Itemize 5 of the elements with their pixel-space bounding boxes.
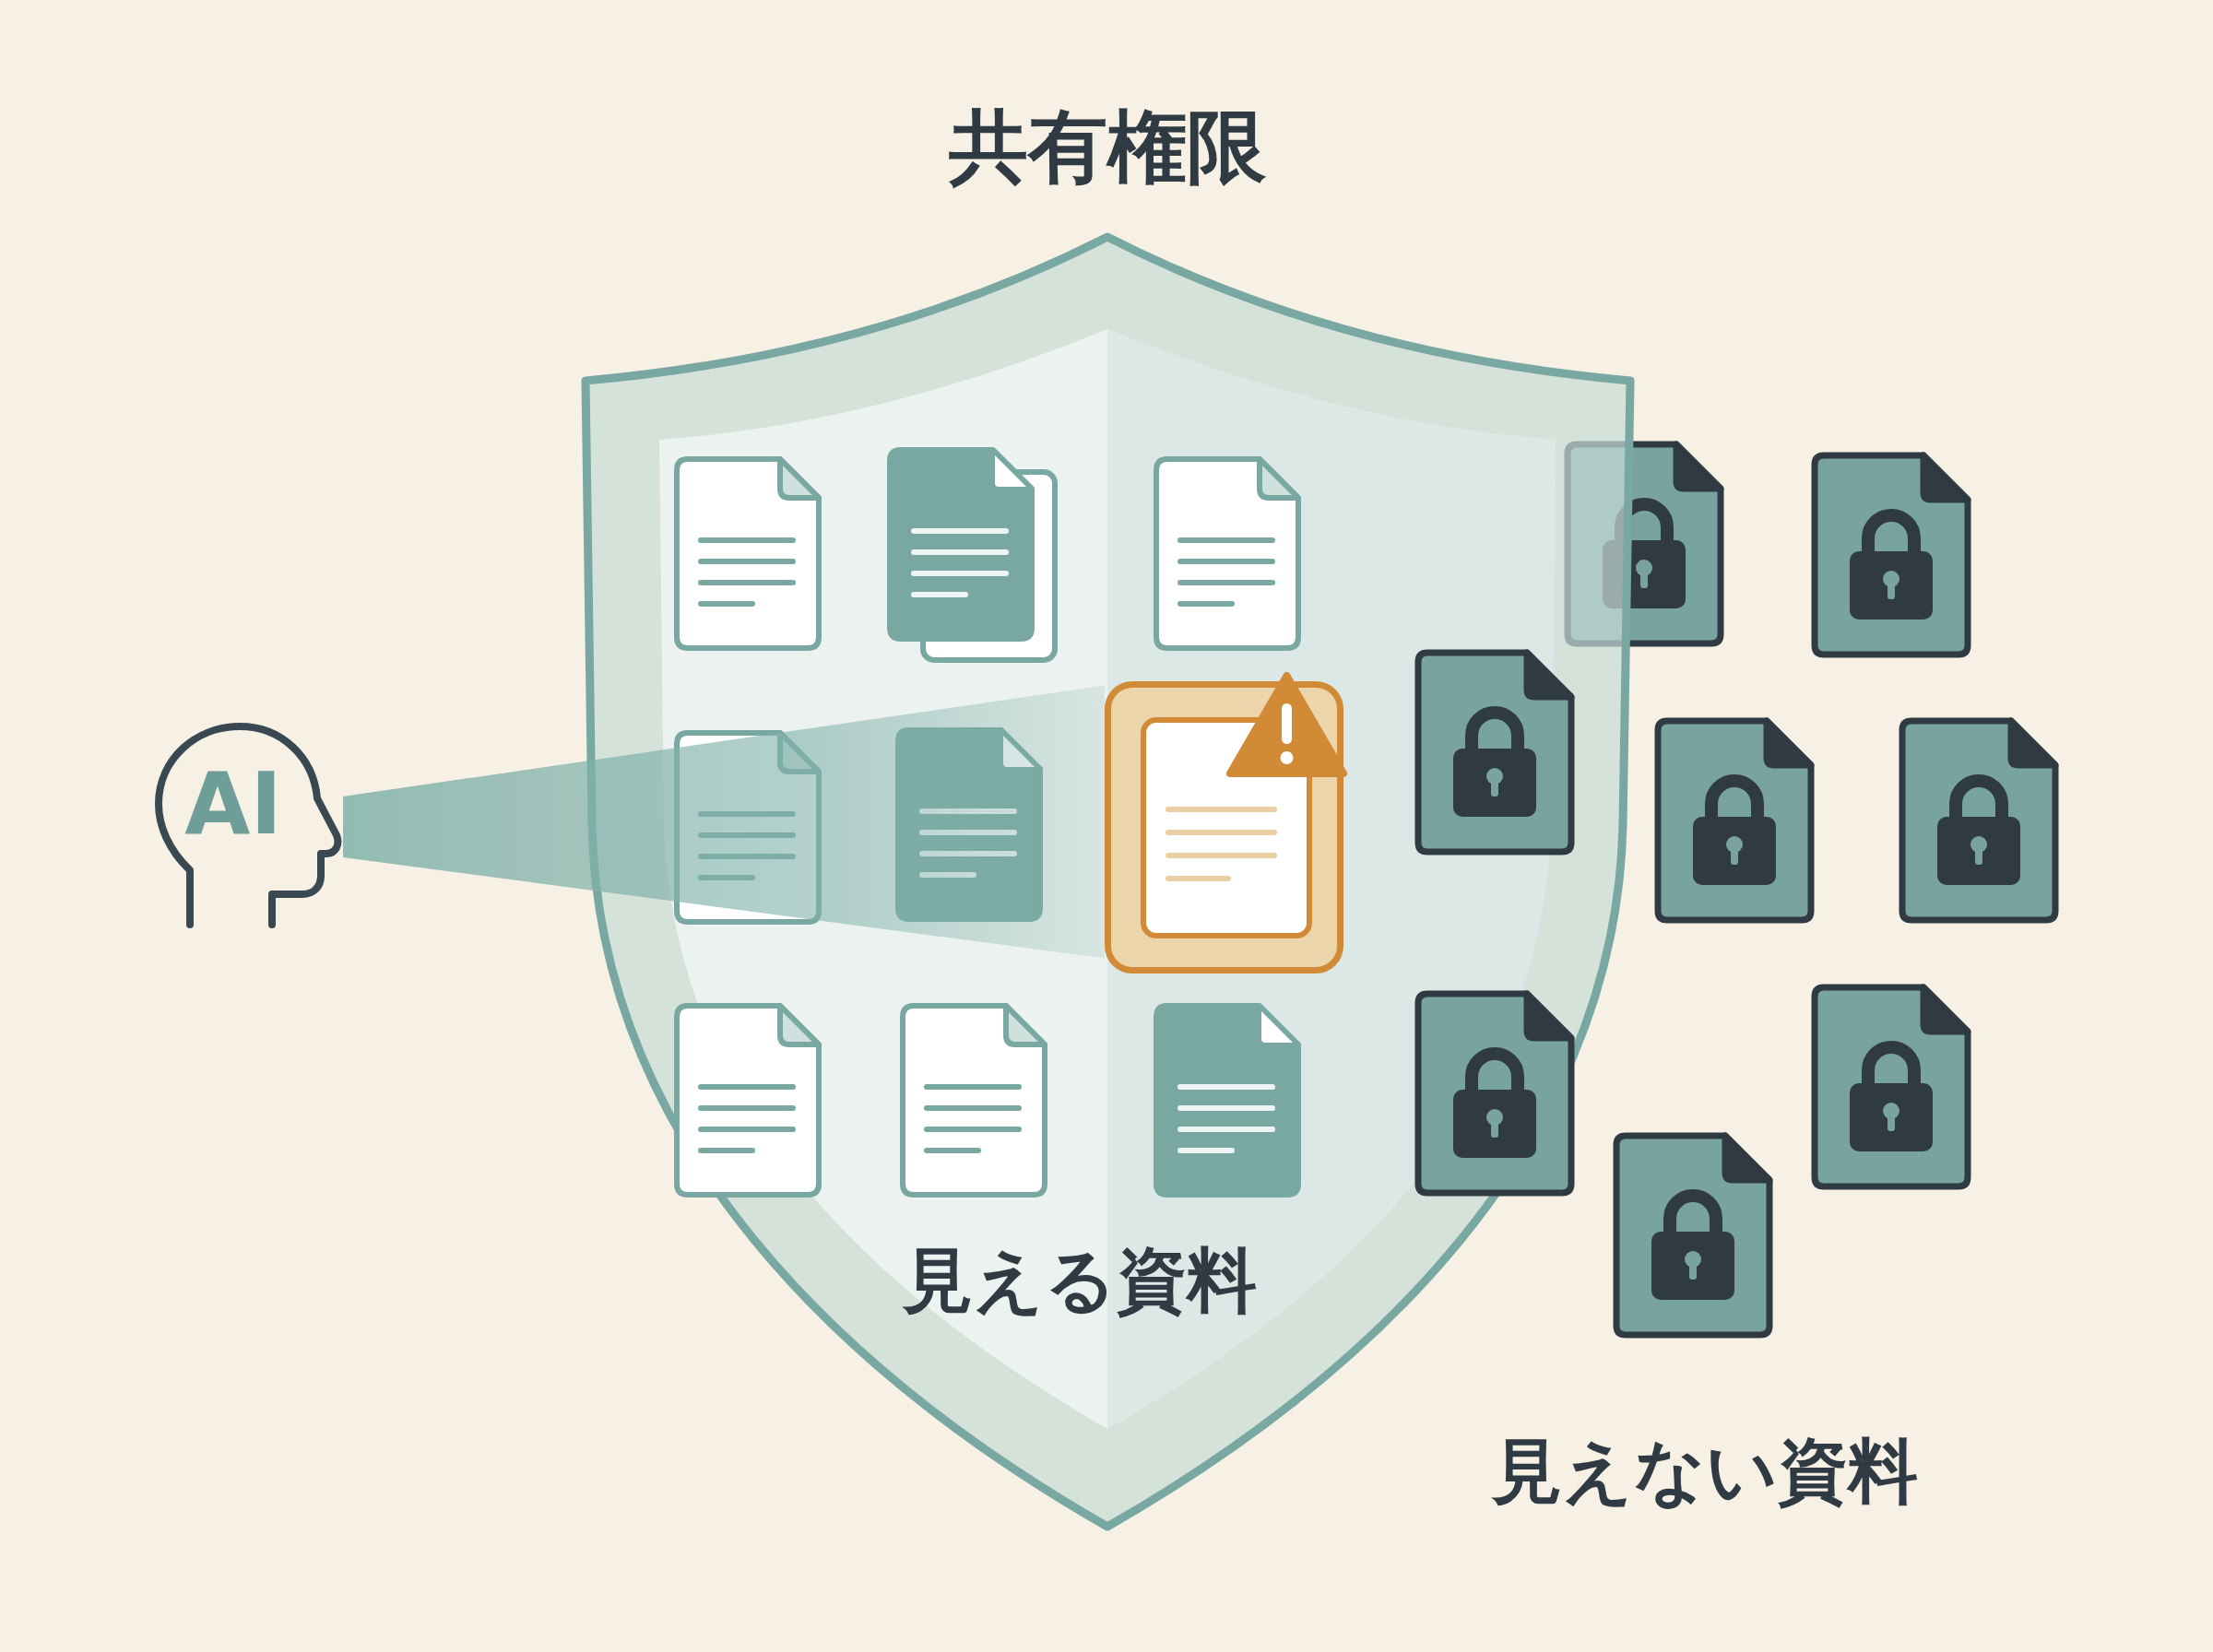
ai-label: AI [184, 756, 282, 854]
view-beam [343, 685, 1105, 959]
group-label: 見えない資料 [1492, 1431, 1918, 1512]
shield-label: 見える資料 [903, 1240, 1257, 1321]
title: 共有権限 [949, 101, 1266, 193]
